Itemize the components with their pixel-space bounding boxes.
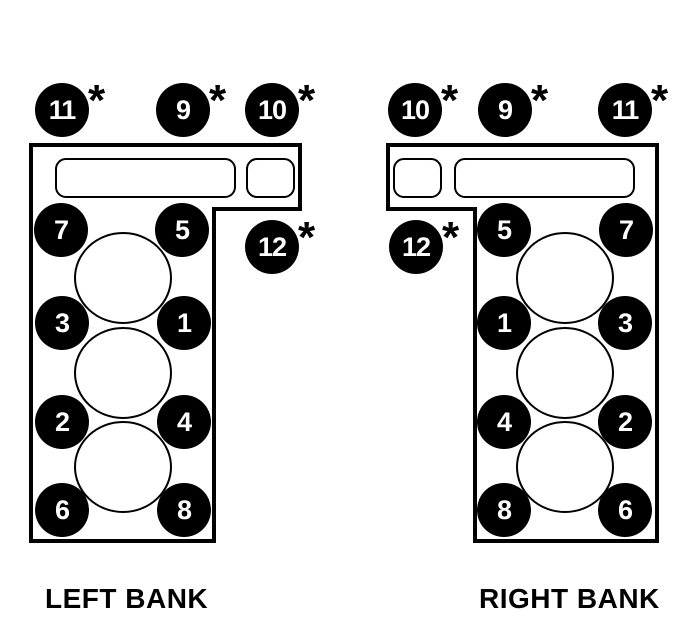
bolt-number: 3 bbox=[617, 307, 633, 338]
right-bank-outline bbox=[386, 143, 659, 543]
bolt-number: 10 bbox=[400, 94, 430, 125]
left-bank-bolt-3: 3 bbox=[35, 296, 89, 350]
right-bank-bolt-4: 4 bbox=[477, 395, 531, 449]
bolt-number: 1 bbox=[496, 307, 512, 338]
right-bank-bolt-1: 1 bbox=[477, 296, 531, 350]
bolt-number: 2 bbox=[54, 406, 70, 437]
left-bank-label: LEFT BANK bbox=[45, 583, 209, 614]
left-bank-bolt-6: 6 bbox=[35, 483, 89, 537]
right-bank-bolt-11: 11 * bbox=[598, 79, 668, 137]
left-bank-bolt-9: 9 * bbox=[156, 79, 226, 137]
bolt-number: 7 bbox=[53, 214, 69, 245]
right-bank-bolt-2: 2 bbox=[598, 395, 652, 449]
right-bank-bolt-10: 10 * bbox=[388, 79, 458, 137]
right-bank-bolt-9: 9 * bbox=[478, 79, 548, 137]
right-bank-cylinder-2 bbox=[516, 327, 614, 419]
bolt-number: 9 bbox=[175, 94, 191, 125]
bolt-number: 6 bbox=[54, 494, 70, 525]
asterisk-marker: * bbox=[88, 76, 106, 125]
right-bank-bolt-3: 3 bbox=[598, 296, 652, 350]
bolt-number: 3 bbox=[54, 307, 70, 338]
left-bank-cylinder-3 bbox=[74, 421, 172, 513]
bolt-number: 2 bbox=[617, 406, 633, 437]
bolt-number: 1 bbox=[176, 307, 192, 338]
bolt-number: 4 bbox=[176, 406, 192, 437]
right-bank-label: RIGHT BANK bbox=[479, 583, 660, 614]
asterisk-marker: * bbox=[531, 76, 549, 125]
bolt-number: 7 bbox=[618, 214, 634, 245]
right-bank-bolt-8: 8 bbox=[477, 483, 531, 537]
bolt-number: 5 bbox=[496, 214, 512, 245]
left-bank-bolt-8: 8 bbox=[157, 483, 211, 537]
asterisk-marker: * bbox=[209, 76, 227, 125]
left-bank-bolt-4: 4 bbox=[157, 395, 211, 449]
left-bank-bolt-12: 12 * bbox=[245, 216, 315, 274]
right-bank-cylinder-1 bbox=[516, 232, 614, 324]
asterisk-marker: * bbox=[298, 213, 316, 262]
left-bank-outline bbox=[29, 143, 302, 543]
left-bank-cylinder-2 bbox=[74, 327, 172, 419]
bolt-number: 9 bbox=[497, 94, 513, 125]
right-bank-bolt-7: 7 bbox=[599, 203, 653, 257]
right-bank-cylinder-3 bbox=[516, 421, 614, 513]
bolt-number: 10 bbox=[257, 94, 287, 125]
left-bank-bolt-5: 5 bbox=[155, 203, 209, 257]
bolt-number: 4 bbox=[496, 406, 512, 437]
left-bank-bolt-1: 1 bbox=[157, 296, 211, 350]
left-bank-bolt-2: 2 bbox=[35, 395, 89, 449]
right-bank-bolt-5: 5 bbox=[477, 203, 531, 257]
left-bank-top-rect-long bbox=[55, 158, 236, 198]
left-bank-bolt-11: 11 * bbox=[35, 79, 105, 137]
asterisk-marker: * bbox=[298, 76, 316, 125]
bolt-number: 12 bbox=[257, 231, 287, 262]
left-bank-top-rect-small bbox=[246, 158, 295, 198]
bolt-number: 5 bbox=[174, 214, 190, 245]
asterisk-marker: * bbox=[442, 213, 460, 262]
bolt-number: 6 bbox=[617, 494, 633, 525]
left-bank-cylinder-1 bbox=[74, 232, 172, 324]
left-bank-bolt-7: 7 bbox=[34, 203, 88, 257]
right-bank-top-rect-long bbox=[454, 158, 635, 198]
bolt-number: 11 bbox=[611, 94, 640, 125]
bolt-number: 8 bbox=[176, 494, 192, 525]
right-bank-bolt-6: 6 bbox=[598, 483, 652, 537]
bolt-number: 12 bbox=[401, 231, 431, 262]
right-bank-top-rect-small bbox=[393, 158, 442, 198]
asterisk-marker: * bbox=[441, 76, 459, 125]
right-bank-bolt-12: 12 * bbox=[389, 216, 459, 274]
bolt-number: 8 bbox=[496, 494, 512, 525]
bolt-number: 11 bbox=[48, 94, 77, 125]
left-bank-bolt-10: 10 * bbox=[245, 79, 315, 137]
asterisk-marker: * bbox=[651, 76, 669, 125]
